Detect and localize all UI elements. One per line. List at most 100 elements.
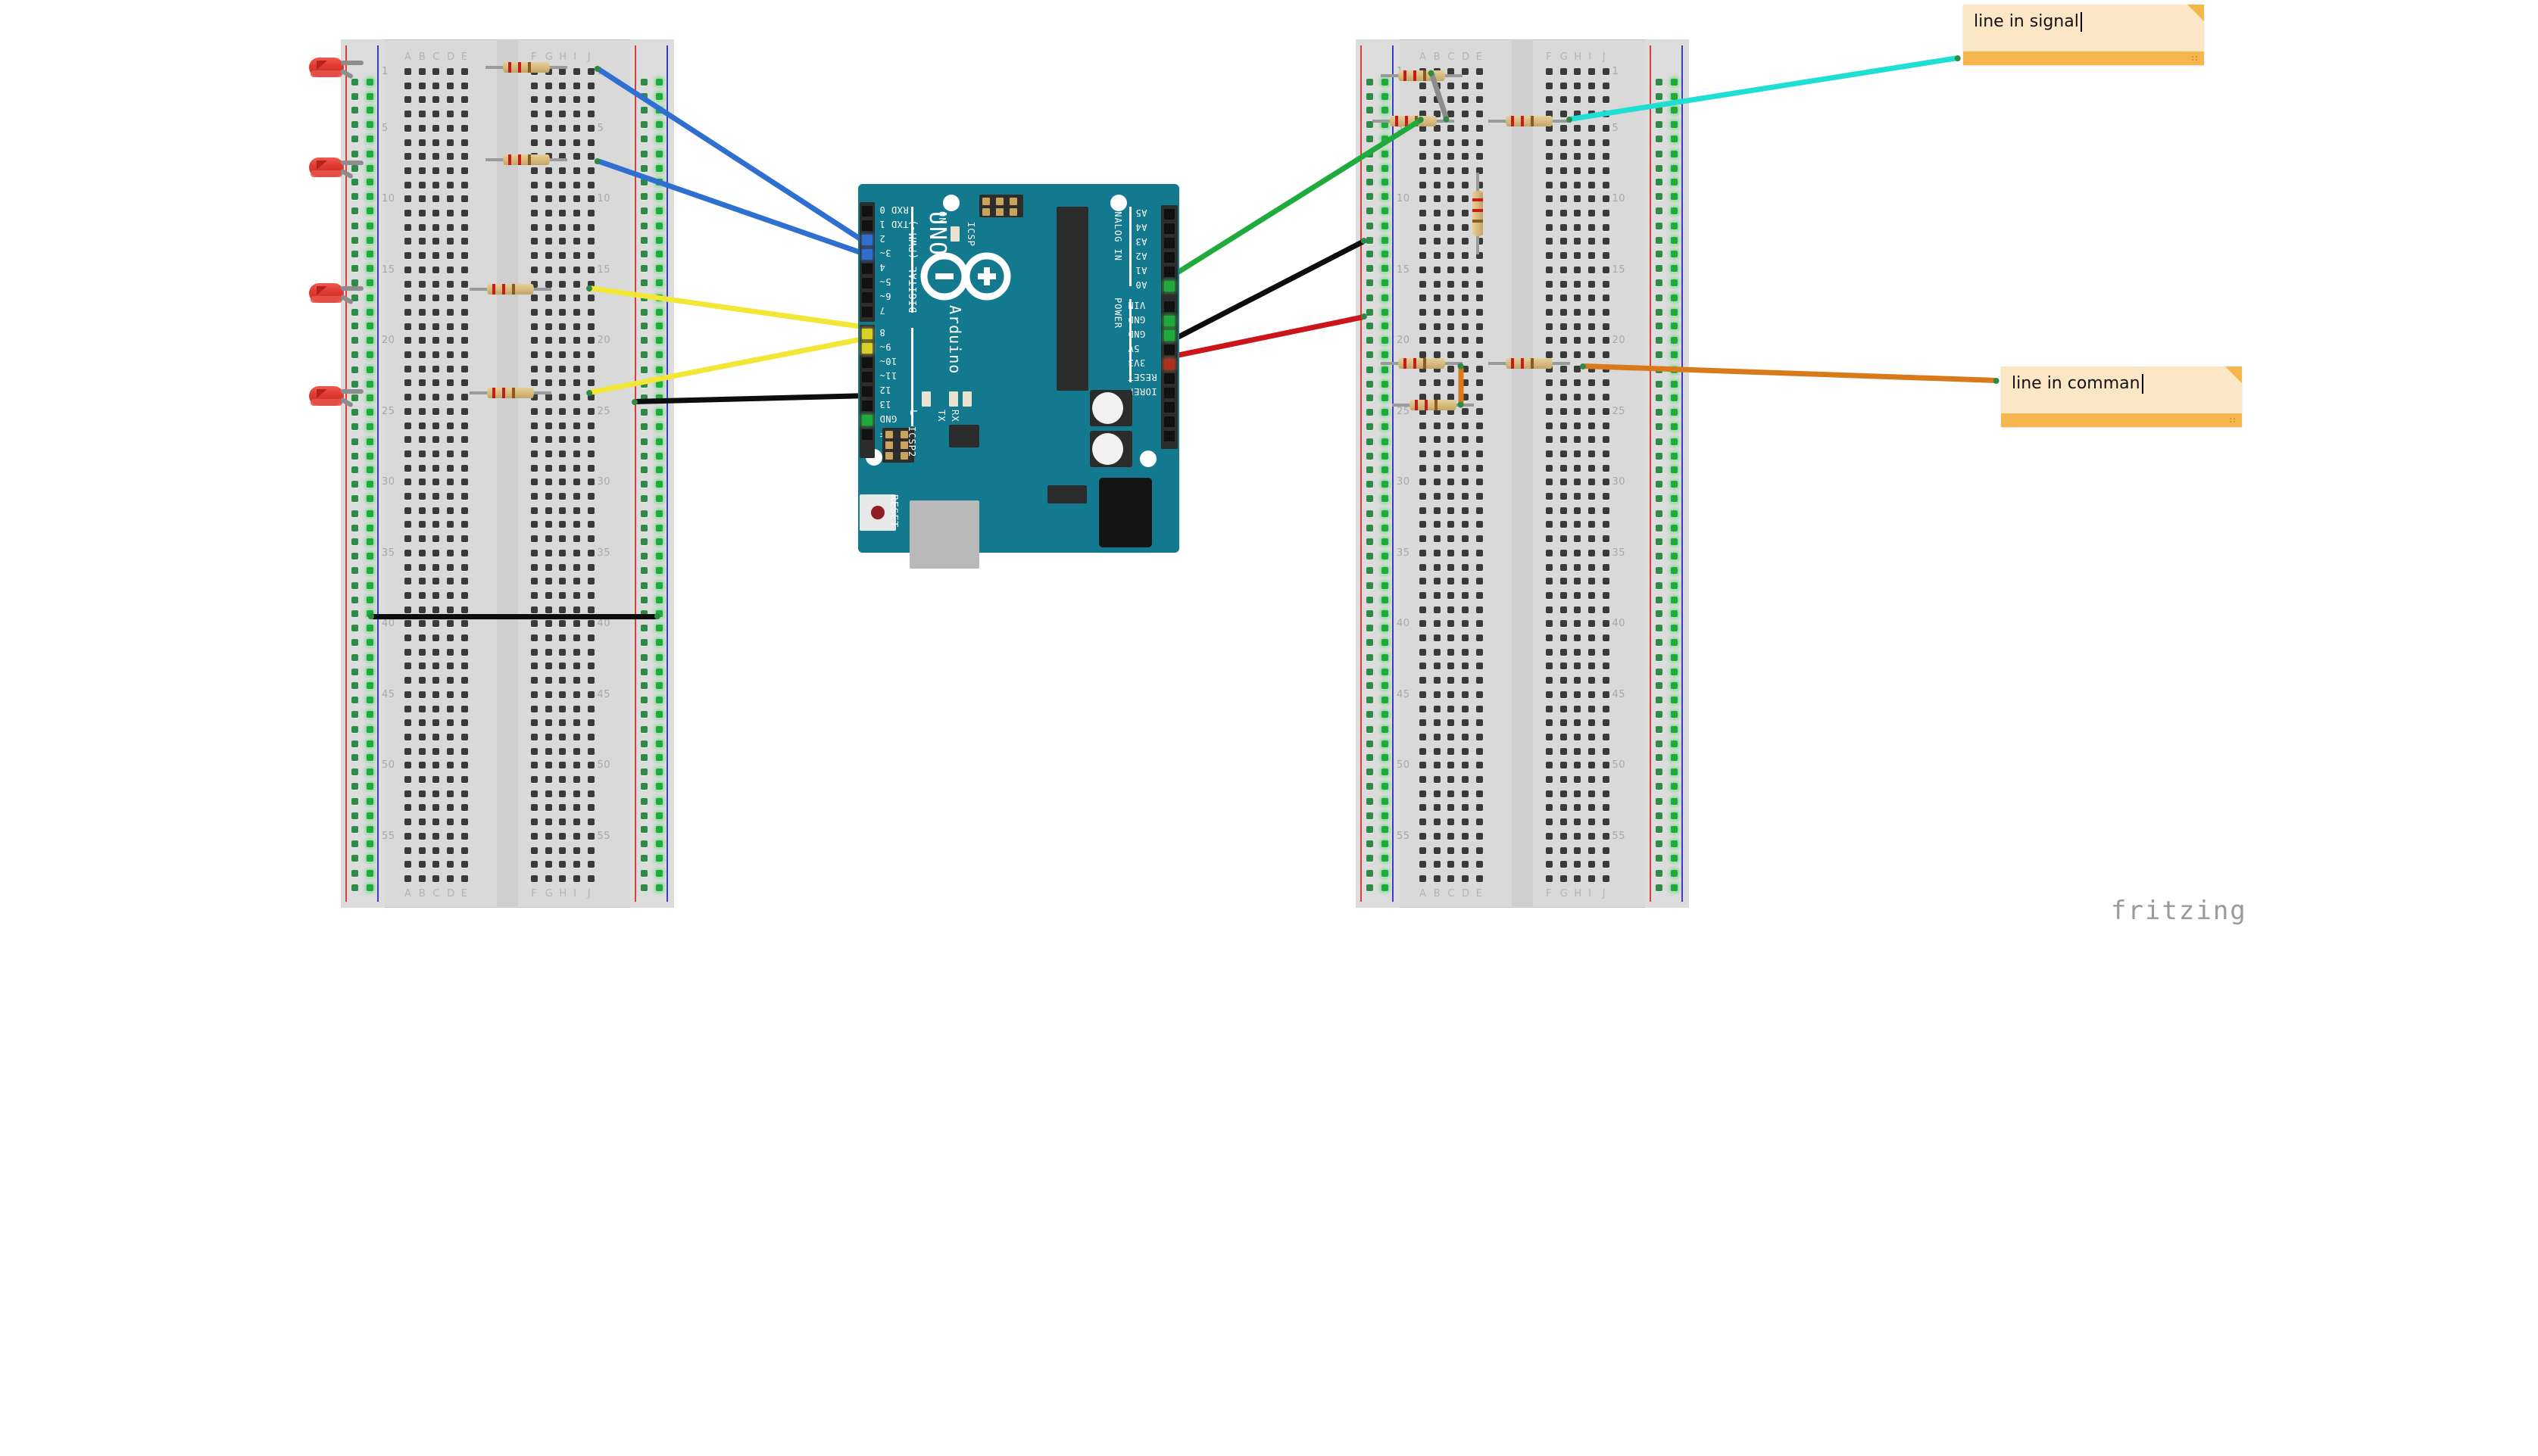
arduino-pin-3[interactable] <box>862 249 873 260</box>
breadboard-hole[interactable] <box>1475 111 1483 118</box>
rail-hole[interactable] <box>351 366 358 373</box>
breadboard-hole[interactable] <box>1433 549 1441 557</box>
breadboard-hole[interactable] <box>545 407 552 415</box>
breadboard-hole[interactable] <box>460 606 468 613</box>
rail-hole[interactable] <box>1671 668 1678 675</box>
breadboard-hole[interactable] <box>404 507 411 514</box>
breadboard-hole[interactable] <box>573 337 581 345</box>
breadboard-hole[interactable] <box>587 82 595 89</box>
breadboard-hole[interactable] <box>1602 82 1609 89</box>
breadboard-hole[interactable] <box>432 677 440 684</box>
breadboard-hole[interactable] <box>447 422 454 429</box>
rail-hole[interactable] <box>656 481 663 488</box>
breadboard-hole[interactable] <box>1433 464 1441 472</box>
rail-hole[interactable] <box>656 265 663 273</box>
breadboard-hole[interactable] <box>1559 295 1567 302</box>
rail-hole[interactable] <box>1366 826 1373 834</box>
breadboard-hole[interactable] <box>460 181 468 189</box>
breadboard-hole[interactable] <box>460 337 468 345</box>
breadboard-hole[interactable] <box>1433 493 1441 500</box>
rail-hole[interactable] <box>1366 207 1373 214</box>
breadboard-hole[interactable] <box>573 762 581 769</box>
breadboard-hole[interactable] <box>432 549 440 557</box>
rail-hole[interactable] <box>351 236 358 244</box>
rail-hole[interactable] <box>1656 610 1662 618</box>
breadboard-hole[interactable] <box>1588 663 1596 670</box>
breadboard-hole[interactable] <box>1574 422 1581 429</box>
breadboard-hole[interactable] <box>1559 167 1567 174</box>
breadboard-hole[interactable] <box>1559 337 1567 345</box>
rail-hole[interactable] <box>641 481 648 488</box>
breadboard-hole[interactable] <box>573 493 581 500</box>
breadboard-hole[interactable] <box>1462 804 1469 812</box>
rail-hole[interactable] <box>351 654 358 661</box>
breadboard-hole[interactable] <box>531 733 538 740</box>
breadboard-hole[interactable] <box>1574 167 1581 174</box>
breadboard-hole[interactable] <box>1475 280 1483 288</box>
rail-hole[interactable] <box>1366 726 1373 733</box>
rail-hole[interactable] <box>351 625 358 632</box>
rail-hole[interactable] <box>351 193 358 201</box>
breadboard-hole[interactable] <box>1462 677 1469 684</box>
breadboard-hole[interactable] <box>1433 832 1441 840</box>
rail-hole[interactable] <box>351 596 358 603</box>
breadboard-hole[interactable] <box>559 379 567 387</box>
breadboard-hole[interactable] <box>559 733 567 740</box>
breadboard-hole[interactable] <box>1433 351 1441 358</box>
breadboard-hole[interactable] <box>1559 705 1567 712</box>
rail-hole[interactable] <box>656 840 663 848</box>
rail-hole[interactable] <box>1671 524 1678 532</box>
breadboard-hole[interactable] <box>404 747 411 755</box>
arduino-pin-A1[interactable] <box>1164 267 1175 277</box>
breadboard-hole[interactable] <box>573 422 581 429</box>
breadboard-hole[interactable] <box>1574 280 1581 288</box>
rail-hole[interactable] <box>351 107 358 114</box>
rail-hole[interactable] <box>641 884 648 891</box>
breadboard-hole[interactable] <box>404 266 411 273</box>
breadboard-hole[interactable] <box>573 620 581 628</box>
rail-hole[interactable] <box>656 654 663 661</box>
breadboard-hole[interactable] <box>1462 507 1469 514</box>
breadboard-hole[interactable] <box>418 747 426 755</box>
rail-hole[interactable] <box>641 265 648 273</box>
breadboard-hole[interactable] <box>447 82 454 89</box>
breadboard-hole[interactable] <box>404 436 411 444</box>
breadboard-hole[interactable] <box>531 861 538 868</box>
rail-hole[interactable] <box>367 438 373 445</box>
breadboard-hole[interactable] <box>404 223 411 231</box>
breadboard-hole[interactable] <box>418 762 426 769</box>
rail-hole[interactable] <box>1381 438 1388 445</box>
breadboard-hole[interactable] <box>1546 790 1553 797</box>
breadboard-hole[interactable] <box>1546 139 1553 146</box>
breadboard-hole[interactable] <box>1574 111 1581 118</box>
breadboard-hole[interactable] <box>1462 337 1469 345</box>
rail-hole[interactable] <box>367 337 373 345</box>
breadboard-hole[interactable] <box>1546 351 1553 358</box>
breadboard-hole[interactable] <box>1546 167 1553 174</box>
rail-hole[interactable] <box>656 207 663 214</box>
breadboard-hole[interactable] <box>432 195 440 203</box>
breadboard-hole[interactable] <box>1433 479 1441 486</box>
breadboard-hole[interactable] <box>573 479 581 486</box>
rail-hole[interactable] <box>641 107 648 114</box>
rail-hole[interactable] <box>1671 380 1678 388</box>
rail-hole[interactable] <box>367 121 373 129</box>
breadboard-hole[interactable] <box>447 521 454 528</box>
breadboard-hole[interactable] <box>1433 790 1441 797</box>
breadboard-hole[interactable] <box>432 394 440 401</box>
rail-hole[interactable] <box>1671 79 1678 86</box>
breadboard-hole[interactable] <box>1447 351 1455 358</box>
rail-hole[interactable] <box>1366 854 1373 862</box>
rail-hole[interactable] <box>1366 481 1373 488</box>
breadboard-hole[interactable] <box>1574 365 1581 373</box>
breadboard-hole[interactable] <box>573 167 581 174</box>
breadboard-hole[interactable] <box>1574 790 1581 797</box>
rail-hole[interactable] <box>1381 494 1388 502</box>
rail-hole[interactable] <box>1671 510 1678 517</box>
breadboard-hole[interactable] <box>587 762 595 769</box>
rail-hole[interactable] <box>1381 207 1388 214</box>
breadboard-hole[interactable] <box>1559 308 1567 316</box>
breadboard-hole[interactable] <box>1559 620 1567 628</box>
breadboard-hole[interactable] <box>545 167 552 174</box>
breadboard-hole[interactable] <box>432 266 440 273</box>
